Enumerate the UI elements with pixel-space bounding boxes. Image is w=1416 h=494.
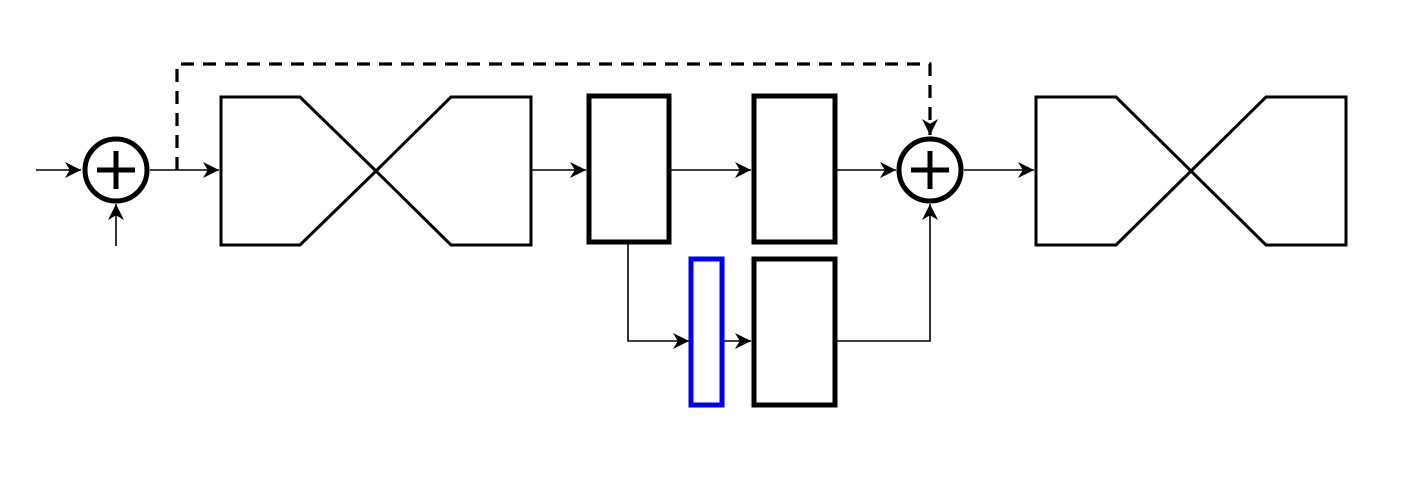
connections — [36, 162, 1034, 349]
sum-node-merge — [896, 136, 964, 204]
narrow-block-highlighted — [688, 256, 725, 408]
sum-node-input — [82, 136, 150, 204]
edge-block-c-to-sum-merge — [836, 204, 938, 342]
edge-skip-connection-dashed — [175, 62, 938, 170]
hourglass-block-2 — [1034, 95, 1348, 247]
block-c — [751, 256, 838, 408]
edge-block-a-to-narrow-block — [627, 243, 689, 349]
block-b — [751, 93, 838, 245]
block-a — [586, 93, 672, 245]
hourglass-block-1 — [219, 95, 533, 247]
